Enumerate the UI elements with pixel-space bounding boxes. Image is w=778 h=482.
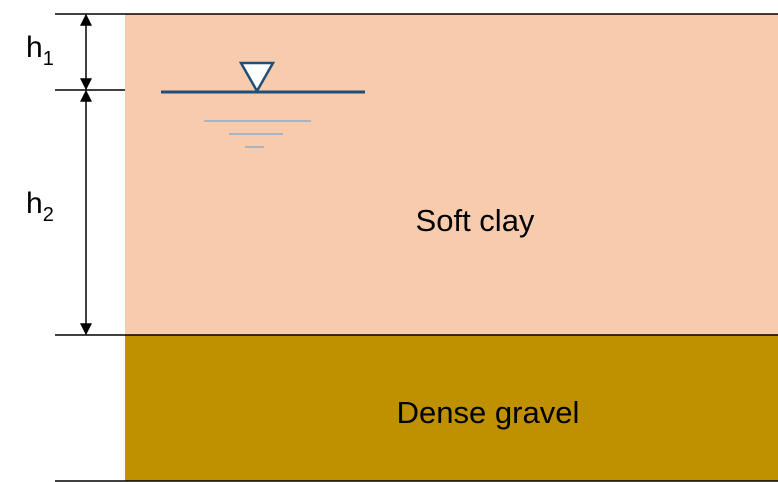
dense-gravel-layer [125, 335, 778, 481]
h1-label: h1 [26, 31, 54, 70]
soft-clay-label: Soft clay [416, 203, 535, 238]
water-table-symbol [161, 61, 365, 148]
h2-label: h2 [26, 187, 54, 226]
dense-gravel-label: Dense gravel [397, 395, 580, 430]
water-table-triangle-icon [238, 61, 276, 94]
soft-clay-layer [125, 14, 778, 335]
